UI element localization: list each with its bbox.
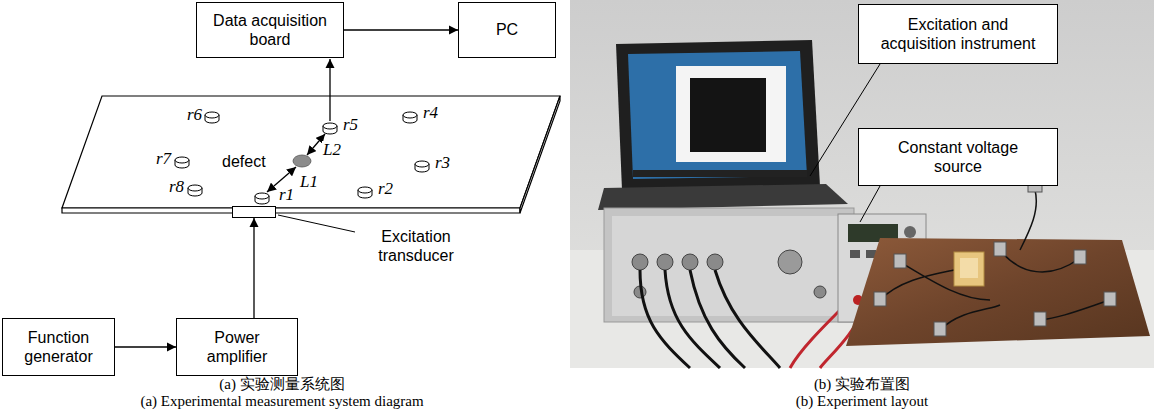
- node-text: Function generator: [11, 328, 106, 366]
- sensor-symbol: [175, 157, 189, 163]
- photo: [1034, 312, 1046, 326]
- photo: [570, 0, 1154, 368]
- defect-spot: [293, 155, 311, 167]
- sensor-label: r7: [155, 150, 172, 169]
- photo: [633, 170, 807, 177]
- photo: [632, 254, 648, 270]
- sensor-label: r3: [434, 154, 451, 173]
- signal-arrow: [329, 59, 330, 121]
- sensor-symbol: [255, 193, 269, 199]
- photo: [934, 322, 946, 336]
- signal-arrow: [253, 218, 254, 318]
- sensor-label: r5: [342, 116, 359, 135]
- photo: [846, 238, 1150, 346]
- leader-line: [860, 186, 880, 222]
- photo: [640, 270, 690, 368]
- sensor-symbol: [415, 161, 429, 167]
- signal-arrow: [344, 29, 458, 30]
- caption: (b) Experiment layout: [796, 392, 928, 410]
- sensor-label: r1: [278, 186, 295, 205]
- photo: [676, 66, 786, 162]
- test-plate: [520, 96, 560, 213]
- photo: [616, 40, 820, 190]
- photo: [1074, 250, 1086, 264]
- caption: (b) 实验布置图: [814, 375, 910, 393]
- process-box: Data acquisition board: [196, 2, 344, 58]
- photo: [994, 242, 1006, 256]
- caption: (a) 实验测量系统图: [219, 375, 344, 393]
- node-text: Constant voltage source: [883, 138, 1033, 176]
- node-text: Data acquisition board: [204, 11, 336, 49]
- callout-box: Constant voltage source: [858, 128, 1058, 186]
- sensor-symbol: [188, 185, 202, 191]
- photo: [874, 292, 886, 306]
- photo: [570, 0, 1154, 368]
- leader-line: [278, 215, 355, 232]
- sensor-symbol: [358, 187, 372, 193]
- computer-box: PC: [458, 2, 556, 58]
- signal-arrow: [329, 59, 330, 121]
- photo: [612, 216, 848, 316]
- node-text: Power amplifier: [185, 328, 289, 366]
- sensor-symbol: [175, 112, 429, 204]
- photo: [880, 190, 1110, 330]
- photo: [814, 286, 826, 298]
- photo: [715, 270, 780, 368]
- photo: [954, 252, 984, 286]
- defect-label: defect: [222, 153, 266, 171]
- sensor-symbol: [403, 112, 417, 118]
- photo: [894, 254, 906, 268]
- photo: [1104, 292, 1116, 306]
- node-text: Excitation transducer: [357, 227, 475, 265]
- distance-arrow: [267, 134, 325, 192]
- distance-label: L1: [299, 173, 319, 192]
- sensor-label: r2: [377, 180, 394, 199]
- photo: [960, 258, 978, 278]
- sensor-label: r6: [186, 106, 203, 125]
- photo: [850, 250, 860, 258]
- transducer-box: Excitation transducer: [232, 206, 276, 218]
- node-text: PC: [496, 20, 518, 39]
- distance-label: L2: [322, 141, 342, 160]
- photo: [598, 184, 848, 210]
- callout-box: Excitation and acquisition instrument: [858, 4, 1058, 64]
- sensor-symbol: [323, 123, 337, 129]
- process-box: Power amplifier: [176, 318, 298, 376]
- node-text: Excitation and acquisition instrument: [868, 15, 1048, 53]
- photo: [628, 51, 807, 179]
- signal-arrow: [115, 346, 176, 347]
- defect-spot: [293, 155, 311, 167]
- photo: [778, 250, 802, 274]
- photo: [690, 78, 766, 152]
- test-plate: [62, 96, 560, 213]
- leader-line: [278, 215, 355, 232]
- photo: [682, 254, 698, 270]
- sensor-symbol: [205, 112, 219, 118]
- photo: [657, 254, 673, 270]
- test-plate: [62, 96, 560, 208]
- process-box: Function generator: [2, 318, 115, 376]
- caption: (a) Experimental measurement system diag…: [140, 392, 423, 410]
- test-plate: [62, 208, 520, 213]
- sensor-label: r4: [422, 104, 439, 123]
- sensor-label: r8: [168, 178, 185, 197]
- photo: [904, 226, 916, 238]
- photo: [707, 254, 723, 270]
